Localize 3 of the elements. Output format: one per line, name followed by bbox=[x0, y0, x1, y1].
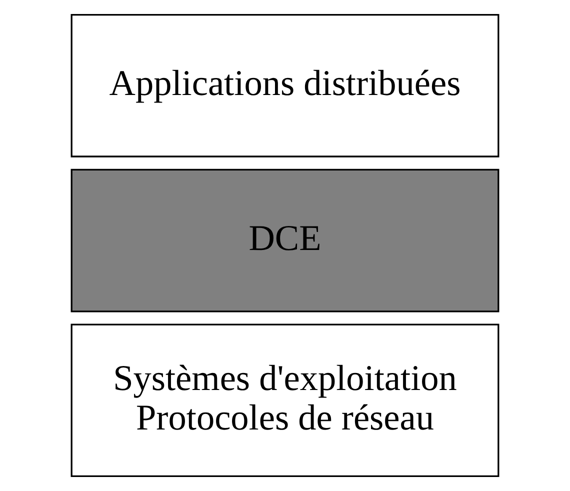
node-box: DCE bbox=[70, 168, 500, 312]
node-box: Systèmes d'exploitation Protocoles de réseau bbox=[70, 324, 500, 478]
node-box: Applications distribuées bbox=[70, 14, 500, 158]
